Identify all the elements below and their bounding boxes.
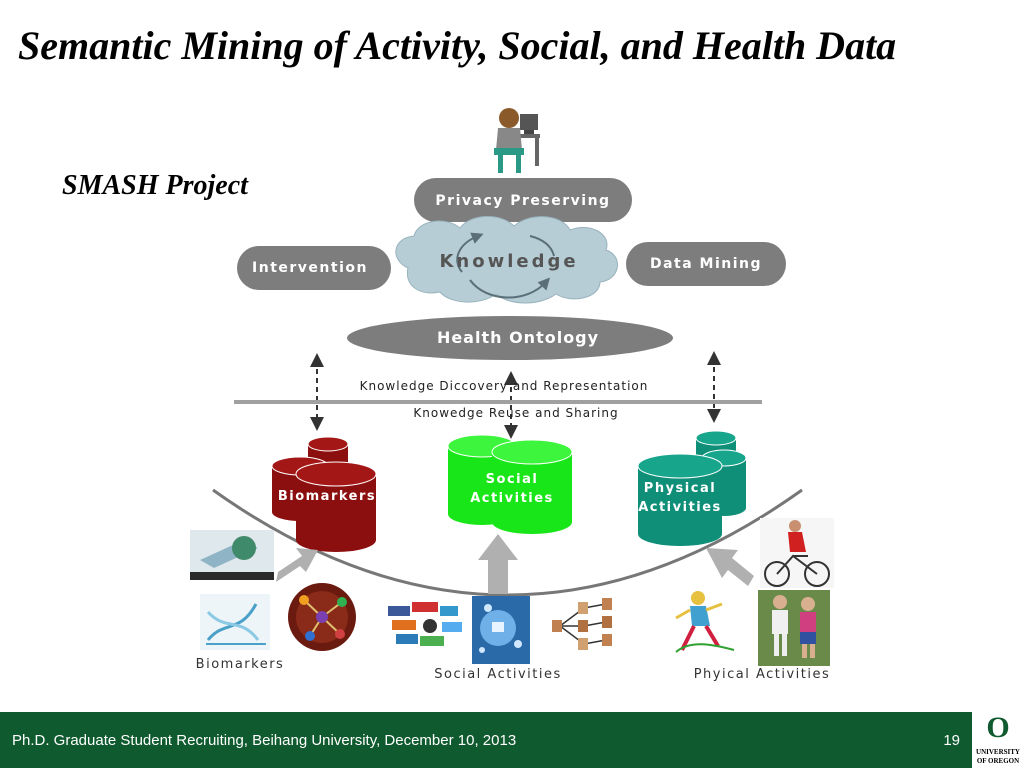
social-db-label-line1: Social (486, 472, 539, 487)
cyclist-image-icon (760, 518, 834, 588)
health-ontology-label: Health Ontology (437, 328, 599, 347)
runner-image-icon (675, 591, 735, 653)
logo-o-letter: O (986, 711, 1010, 744)
privacy-preserving-pill (414, 178, 632, 222)
page-number: 19 (943, 732, 960, 749)
molecule-network-image-icon (288, 583, 356, 651)
smash-diagram: Privacy Preserving Intervention Data Min… (190, 108, 834, 682)
knowledge-cloud (395, 215, 618, 304)
biomarkers-caption: Biomarkers (196, 657, 285, 672)
data-mining-pill (626, 242, 786, 286)
lab-pipette-image-icon (190, 530, 274, 580)
footer-text: Ph.D. Graduate Student Recruiting, Beiha… (12, 732, 517, 749)
knowledge-label: Knowledge (439, 251, 578, 272)
project-subtitle: SMASH Project (62, 170, 248, 201)
intervention-label: Intervention (252, 260, 368, 276)
health-ontology-ellipse (347, 316, 673, 360)
data-mining-label: Data Mining (650, 256, 762, 272)
social-input-arrow (478, 534, 518, 594)
social-media-logos-image-icon (388, 602, 462, 646)
user-at-computer-icon (494, 108, 540, 173)
physical-db-label-line1: Physical (644, 481, 716, 496)
social-activities-caption: Social Activities (434, 667, 561, 682)
privacy-preserving-label: Privacy Preserving (435, 193, 610, 209)
knowledge-reuse-label: Knowedge Reuse and Sharing (413, 406, 618, 420)
physical-input-arrow (706, 548, 754, 586)
dna-helix-image-icon (200, 594, 270, 650)
footer-bar: Ph.D. Graduate Student Recruiting, Beiha… (0, 712, 972, 768)
logo-line-1: UNIVERSITY (976, 748, 1020, 756)
biomarkers-database (271, 436, 377, 552)
physical-activities-caption: Phyical Activities (694, 667, 831, 682)
walking-couple-image-icon (758, 590, 830, 666)
globe-network-image-icon (472, 596, 530, 664)
biomarkers-input-arrow (276, 548, 318, 582)
slide-title: Semantic Mining of Activity, Social, and… (18, 23, 897, 68)
biomarkers-db-label: Biomarkers (278, 489, 376, 504)
physical-activities-database (637, 430, 747, 546)
intervention-pill (237, 246, 391, 290)
physical-db-label-line2: Activities (638, 500, 722, 515)
university-of-oregon-logo: O UNIVERSITY OF OREGON (972, 712, 1024, 768)
people-network-image-icon (552, 598, 612, 650)
knowledge-discovery-label: Knowledge Diccovery and Representation (360, 379, 649, 393)
social-activities-database (447, 434, 573, 534)
logo-line-2: OF OREGON (976, 757, 1020, 765)
social-db-label-line2: Activities (470, 491, 554, 506)
